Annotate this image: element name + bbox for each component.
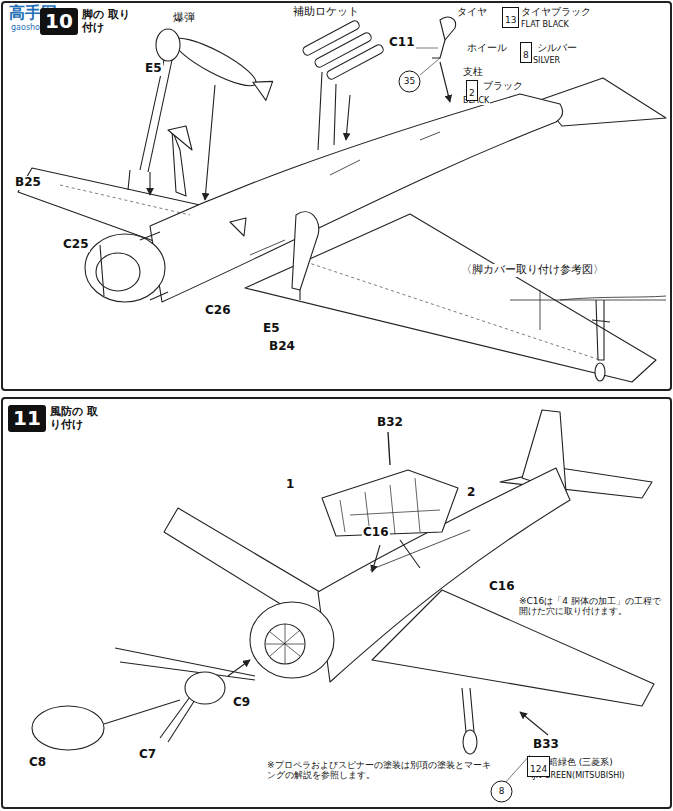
line-art [265,624,305,664]
line-art [520,712,548,735]
part-label: SILVER [532,56,561,65]
step-number: 10 [40,8,78,35]
part-number: C16 [362,526,390,540]
part-label: 爆弾 [172,12,196,25]
part-label: FLAT BLACK [520,20,570,29]
line-art [115,648,255,680]
line-art [299,290,300,300]
line-art [540,290,541,330]
line-art [463,730,477,754]
step-number: 11 [8,405,46,432]
line-art [440,17,456,40]
circle-outline [399,71,420,92]
part-number: E5 [144,62,163,76]
part-number: C7 [138,748,157,762]
line-art [250,132,440,255]
line-art [462,688,474,732]
line-art [410,48,440,75]
line-art [318,468,570,682]
callout-number: 35 [401,74,418,90]
part-number: C8 [28,756,47,770]
line-art [128,170,150,195]
part-label: 暗緑色 (三菱系) [548,757,614,767]
line-art [318,72,350,150]
circle-outline [491,781,512,802]
line-art [205,85,215,200]
line-art [104,660,250,724]
part-label: シルバー [536,42,578,54]
paint-number-box: 13 [502,7,519,28]
callout-number: 8 [496,784,508,800]
line-art [388,432,390,465]
part-number: C11 [388,36,416,50]
line-art [169,31,261,94]
line-art [2,2,671,390]
step-title: 風防の 取り付け [46,405,105,432]
part-number: B33 [532,738,560,752]
part-label: 支柱 [462,66,484,78]
part-label: ブラック [482,80,524,92]
part-label: 〈脚カバー取り付け参考図〉 [460,264,605,277]
callout-number: 8 [521,50,531,62]
line-art [595,363,605,381]
part-number: E5 [262,322,281,336]
step-title: 脚の 取り付け [78,8,137,35]
line-art [85,234,165,302]
line-art [2,398,671,808]
line-art [250,602,334,678]
part-label: タイヤブラック [520,6,592,18]
line-art [140,60,172,172]
line-art [100,232,168,300]
line-art [156,29,180,61]
line-art [230,218,246,236]
line-art [372,540,420,572]
part-number: 1 [285,478,295,492]
line-art [32,706,104,750]
part-number: B24 [268,340,296,354]
note-text: ※プロペラおよびスピナーの塗装は別項の塗装とマーキングの解説を参照します。 [266,760,500,781]
paint-number-box: 8 [520,42,532,63]
part-number: 2 [466,486,476,500]
line-art [248,73,275,100]
part-label: ホイール [466,42,508,54]
step-ref-circle: 8 [490,780,513,803]
callout-number: 2 [467,88,477,100]
step-header: 10脚の 取り付け [40,8,136,35]
part-number: B25 [14,176,42,190]
part-number: C26 [204,304,232,318]
part-number: C16 [488,580,516,594]
line-art [432,40,445,58]
step-ref-circle: 35 [398,70,421,93]
line-art [168,126,192,150]
part-label: 補助ロケット [292,6,360,19]
line-art [592,300,610,360]
line-art [326,43,385,80]
part-number: C9 [232,696,251,710]
line-art [302,19,385,80]
line-art [169,31,276,102]
line-art [266,624,304,664]
step-header: 11風防の 取り付け [8,405,104,432]
paint-number-box: 2 [466,80,478,101]
part-number: C25 [62,238,90,252]
callout-number: 124 [528,764,549,776]
note-text: ※C16は「4 胴体の加工」の工程で開けた穴に取り付けます。 [518,596,668,617]
part-label: タイヤ [456,6,488,18]
line-art [510,296,666,300]
line-art [340,478,440,534]
line-art [292,212,319,290]
line-art [185,672,225,704]
line-art [440,62,450,102]
callout-number: 13 [503,15,518,27]
part-number: B32 [376,416,404,430]
line-art [322,470,458,536]
paint-number-box: 124 [527,756,550,777]
